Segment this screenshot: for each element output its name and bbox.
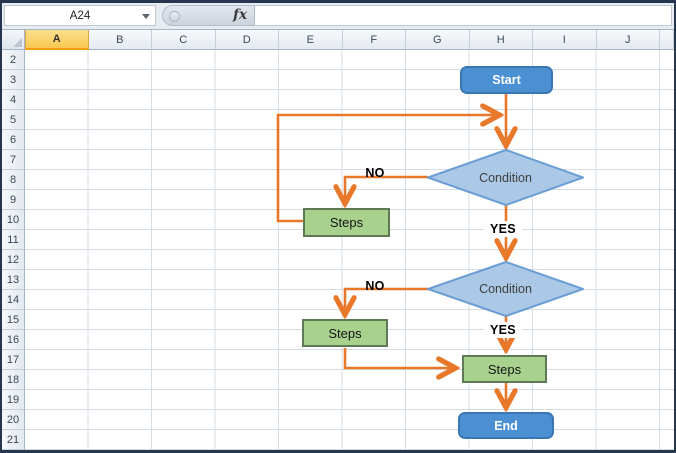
- row-header-15[interactable]: 15: [2, 310, 25, 330]
- steps1-shape[interactable]: Steps: [303, 208, 390, 237]
- column-header-C[interactable]: C: [152, 30, 216, 50]
- row-header-7[interactable]: 7: [2, 150, 25, 170]
- decision-shape-2[interactable]: [427, 261, 584, 317]
- chevron-down-icon[interactable]: [142, 14, 150, 19]
- column-header-A[interactable]: A: [25, 30, 89, 50]
- insert-function-icon[interactable]: fx: [233, 7, 247, 23]
- column-header-J[interactable]: J: [596, 30, 660, 50]
- row-header-14[interactable]: 14: [2, 290, 25, 310]
- column-header-D[interactable]: D: [215, 30, 279, 50]
- row-header-9[interactable]: 9: [2, 190, 25, 210]
- row-header-5[interactable]: 5: [2, 110, 25, 130]
- steps2-shape[interactable]: Steps: [302, 319, 388, 347]
- row-header-11[interactable]: 11: [2, 230, 25, 250]
- row-header-21[interactable]: 21: [2, 430, 25, 450]
- function-capsule: fx: [162, 5, 254, 26]
- column-header-B[interactable]: B: [88, 30, 152, 50]
- row-header-4[interactable]: 4: [2, 90, 25, 110]
- row-header-16[interactable]: 16: [2, 330, 25, 350]
- row-header-10[interactable]: 10: [2, 210, 25, 230]
- formula-input[interactable]: [254, 5, 672, 26]
- row-header-6[interactable]: 6: [2, 130, 25, 150]
- end-shape[interactable]: End: [458, 412, 554, 439]
- column-header-G[interactable]: G: [406, 30, 470, 50]
- row-header-19[interactable]: 19: [2, 390, 25, 410]
- steps3-shape[interactable]: Steps: [462, 355, 547, 383]
- sheet-grid[interactable]: [25, 50, 674, 450]
- row-header-8[interactable]: 8: [2, 170, 25, 190]
- name-box-value: A24: [69, 9, 91, 22]
- row-header-3[interactable]: 3: [2, 70, 25, 90]
- start-shape[interactable]: Start: [460, 66, 553, 94]
- column-header-E[interactable]: E: [279, 30, 343, 50]
- column-header-H[interactable]: H: [469, 30, 533, 50]
- select-all-corner[interactable]: [2, 30, 25, 50]
- row-header-12[interactable]: 12: [2, 250, 25, 270]
- row-header-20[interactable]: 20: [2, 410, 25, 430]
- name-box[interactable]: A24: [4, 5, 156, 26]
- row-header-18[interactable]: 18: [2, 370, 25, 390]
- formula-bar: A24 fx: [2, 3, 674, 30]
- decision-shape-1[interactable]: [427, 149, 584, 206]
- select-all-triangle-icon: [13, 38, 22, 47]
- circle-icon: [169, 11, 180, 22]
- column-header-partial: [660, 30, 674, 50]
- column-header-F[interactable]: F: [342, 30, 406, 50]
- row-header-2[interactable]: 2: [2, 50, 25, 70]
- row-header-17[interactable]: 17: [2, 350, 25, 370]
- column-header-I[interactable]: I: [533, 30, 597, 50]
- row-header-13[interactable]: 13: [2, 270, 25, 290]
